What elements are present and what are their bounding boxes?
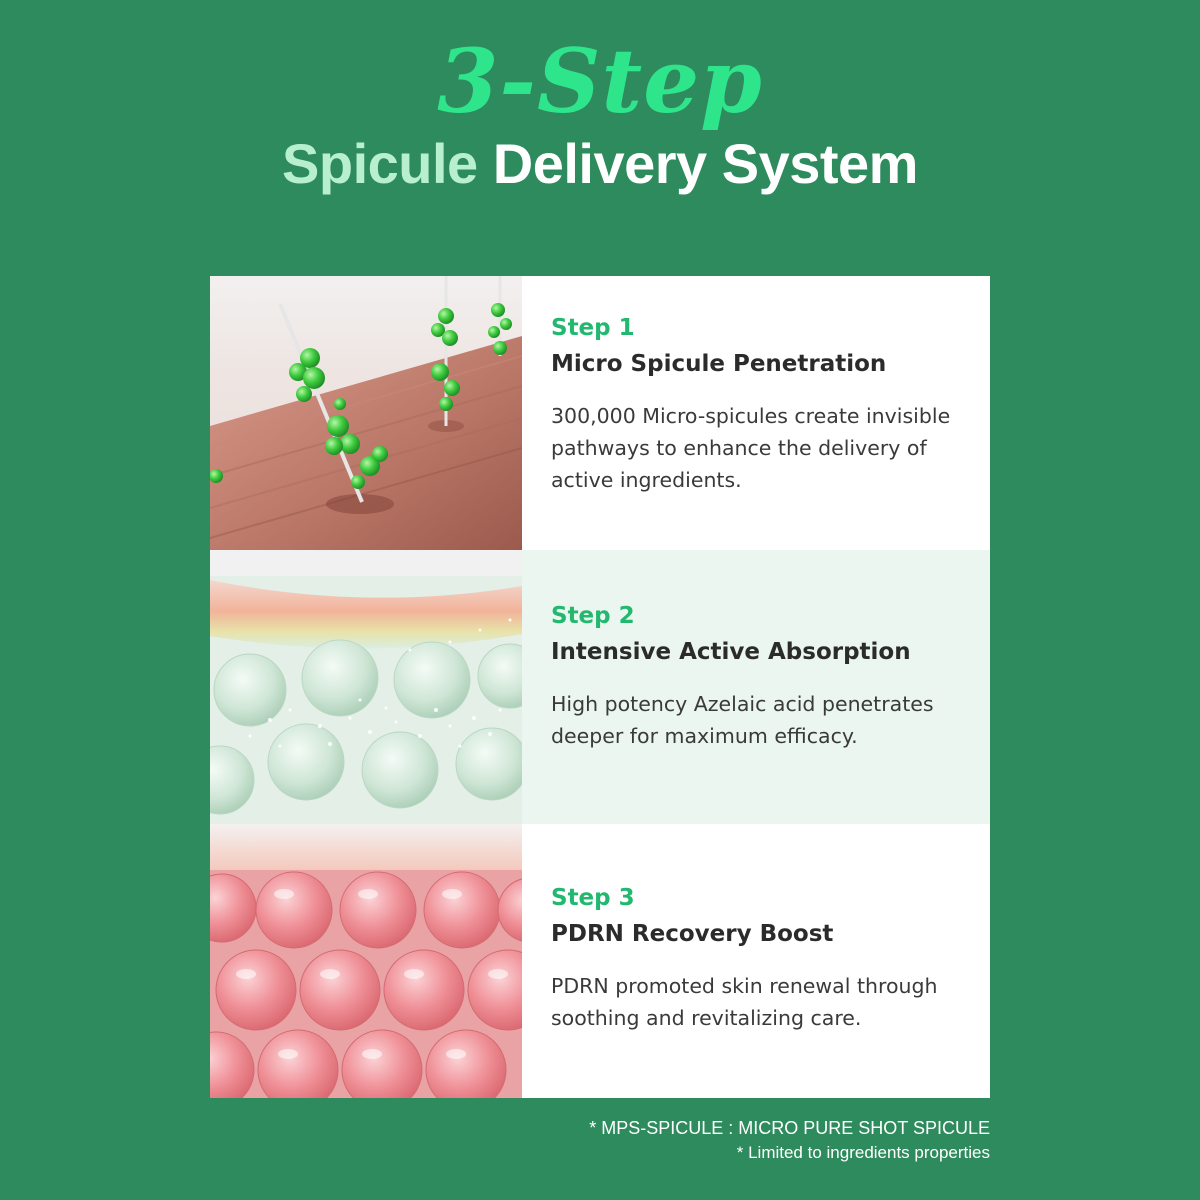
active-absorption-image	[210, 550, 522, 824]
footnote-mps: * MPS-SPICULE : MICRO PURE SHOT SPICULE	[589, 1118, 990, 1138]
step-3-description: PDRN promoted skin renewal through sooth…	[551, 974, 938, 1030]
subtitle-rest: Delivery System	[477, 132, 919, 195]
step-2-label: Step 2	[551, 603, 635, 629]
step-row-3: Step 3 PDRN Recovery Boost PDRN promoted…	[210, 824, 990, 1098]
subtitle-highlight: Spicule	[282, 132, 478, 195]
step-1-text: Step 1 Micro Spicule Penetration 300,000…	[551, 312, 981, 496]
step-1-label: Step 1	[551, 315, 635, 341]
step-1-description: 300,000 Micro-spicules create invisible …	[551, 404, 951, 492]
step-1-title: Micro Spicule Penetration	[551, 351, 887, 377]
spicule-penetration-image	[210, 276, 522, 550]
step-row-1: Step 1 Micro Spicule Penetration 300,000…	[210, 276, 990, 550]
step-row-2: Step 2 Intensive Active Absorption High …	[210, 550, 990, 824]
page-title: 3-Step	[437, 29, 763, 133]
pdrn-recovery-image	[210, 824, 522, 1098]
steps-panel: Step 1 Micro Spicule Penetration 300,000…	[210, 276, 990, 1098]
step-3-text: Step 3 PDRN Recovery Boost PDRN promoted…	[551, 882, 981, 1034]
page-subtitle: Spicule Delivery System	[0, 132, 1200, 196]
footnote-limited: * Limited to ingredients properties	[736, 1143, 990, 1162]
step-3-title: PDRN Recovery Boost	[551, 921, 834, 947]
step-2-title: Intensive Active Absorption	[551, 639, 911, 665]
step-2-text: Step 2 Intensive Active Absorption High …	[551, 600, 981, 752]
step-2-description: High potency Azelaic acid penetrates dee…	[551, 692, 934, 748]
step-3-label: Step 3	[551, 885, 635, 911]
